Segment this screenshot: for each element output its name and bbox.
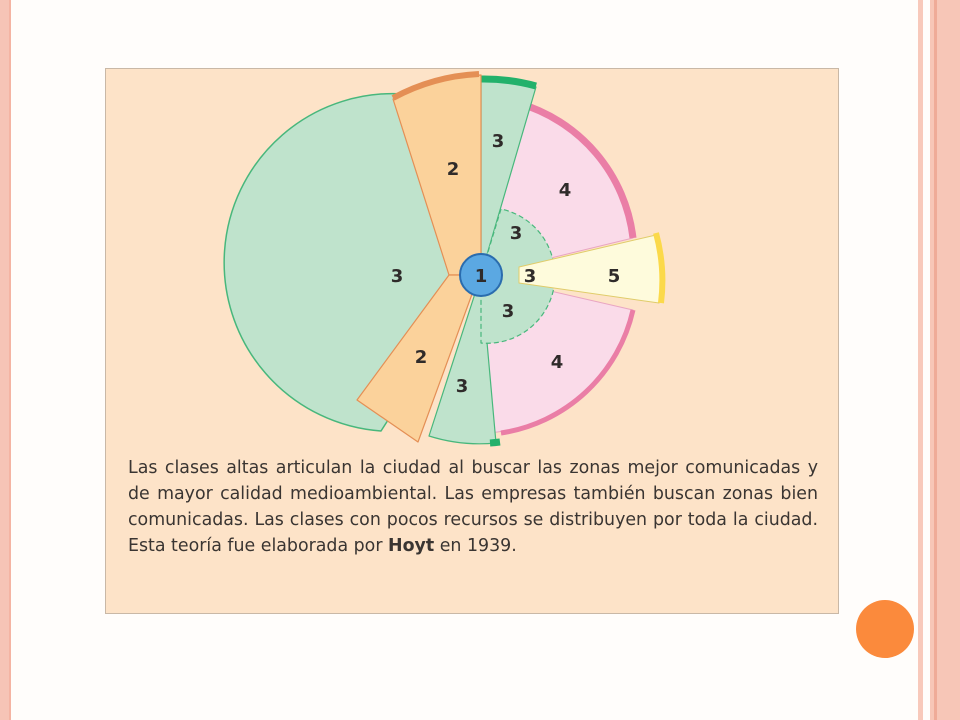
right-border-line bbox=[918, 0, 923, 720]
hoyt-model-figure: 1 3 2 2 3 3 3 3 3 4 4 5 Las clases altas… bbox=[105, 68, 839, 614]
label-east-industry: 5 bbox=[608, 266, 621, 287]
label-inner-east: 3 bbox=[524, 266, 537, 287]
label-inner-upper: 3 bbox=[510, 223, 523, 244]
zone-south-middle-border bbox=[500, 309, 636, 436]
zone-north-middle-border bbox=[517, 99, 637, 239]
zone-east-industry-border bbox=[653, 232, 666, 304]
right-border-stripe bbox=[934, 0, 937, 720]
caption-text: Las clases altas articulan la ciudad al … bbox=[128, 455, 818, 559]
label-inner-lower: 3 bbox=[502, 301, 515, 322]
label-north-middle: 4 bbox=[559, 180, 572, 201]
zone-south-low-border bbox=[489, 438, 501, 447]
zone-north-low-border bbox=[480, 75, 537, 90]
label-north-high: 2 bbox=[447, 159, 460, 180]
label-center: 1 bbox=[475, 266, 488, 287]
zone-north-high-border bbox=[391, 71, 480, 101]
label-west-low: 3 bbox=[391, 266, 404, 287]
label-south-middle: 4 bbox=[551, 352, 564, 373]
label-south-high: 2 bbox=[415, 347, 428, 368]
zone-center-cbd bbox=[459, 253, 503, 297]
orange-circle-decoration bbox=[856, 600, 914, 658]
label-north-low: 3 bbox=[492, 131, 505, 152]
caption-author: Hoyt bbox=[388, 536, 435, 556]
sector-model-diagram: 1 3 2 2 3 3 3 3 3 4 4 5 bbox=[223, 71, 666, 447]
caption-part1: Las clases altas articulan la ciudad al … bbox=[128, 458, 818, 556]
caption-part2: en 1939. bbox=[434, 536, 517, 556]
left-border-decoration bbox=[0, 0, 11, 720]
label-south-low: 3 bbox=[456, 376, 469, 397]
